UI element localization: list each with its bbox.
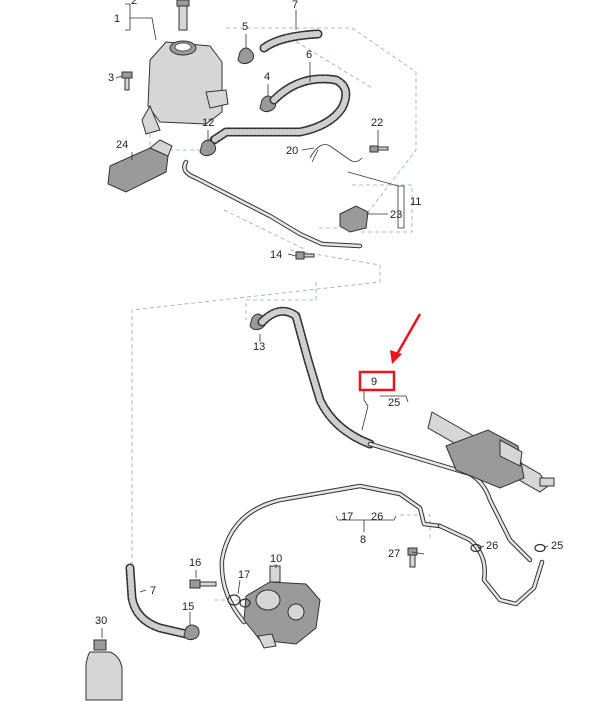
callout-4: 4: [264, 71, 270, 83]
reservoir-cap: [176, 0, 190, 31]
callout-11: 11: [410, 196, 421, 208]
callout-20: 20: [286, 145, 298, 157]
bolt-16: [189, 579, 217, 589]
steering-rack: [427, 411, 555, 493]
callout-16: 16: [189, 557, 201, 569]
hose-6: [209, 74, 351, 145]
washer-17: [227, 594, 251, 608]
bracket-20: [309, 144, 363, 163]
callout-5: 5: [242, 21, 248, 33]
callout-7-top: 7: [292, 0, 298, 11]
bolt-14: [295, 251, 315, 260]
callout-12: 12: [202, 117, 214, 129]
leader-lines: [101, 3, 549, 638]
sensor-24: [107, 139, 173, 193]
clamp-5: [237, 47, 255, 65]
callout-7-bottom: 7: [150, 585, 156, 597]
callout-9: 9: [371, 376, 377, 388]
hose-7-bottom: [125, 563, 191, 639]
callout-13: 13: [253, 341, 265, 353]
reservoir: [141, 40, 229, 135]
callout-labels: 1 2 3 4 5 6 7 7 8 9 10 11 12 13 14 15 16…: [95, 0, 563, 627]
clamp-15: [183, 624, 200, 641]
callout-10: 10: [270, 553, 282, 565]
callout-15: 15: [182, 601, 194, 613]
o-rings-26: [470, 543, 546, 553]
callout-25-a: 25: [388, 397, 400, 409]
callout-26-a: 26: [371, 511, 383, 523]
bolt-27: [407, 547, 418, 568]
callout-2: 2: [131, 0, 137, 7]
highlight-arrow: [390, 313, 422, 364]
callout-27: 27: [388, 548, 400, 560]
bolt-3: [121, 71, 133, 91]
pipe-11: [182, 159, 363, 249]
callout-22: 22: [371, 117, 383, 129]
callout-23: 23: [390, 209, 402, 221]
callout-25-b: 25: [551, 540, 563, 552]
bolt-22: [369, 145, 389, 153]
clip-23: [339, 205, 369, 233]
highlight-box: [358, 370, 396, 392]
clamp-12: [199, 139, 217, 157]
callout-24: 24: [116, 139, 128, 151]
callout-14: 14: [270, 249, 282, 261]
callout-30: 30: [95, 615, 107, 627]
hose-7-top: [259, 29, 323, 53]
callout-26-b: 26: [486, 540, 498, 552]
fluid-bottle: [85, 639, 123, 701]
callout-3: 3: [108, 72, 114, 84]
callout-1: 1: [114, 13, 120, 25]
power-steering-pump: [243, 565, 321, 649]
callout-17-a: 17: [341, 511, 353, 523]
callout-17-b: 17: [238, 569, 250, 581]
callout-6: 6: [306, 49, 312, 61]
callout-8: 8: [360, 534, 366, 546]
